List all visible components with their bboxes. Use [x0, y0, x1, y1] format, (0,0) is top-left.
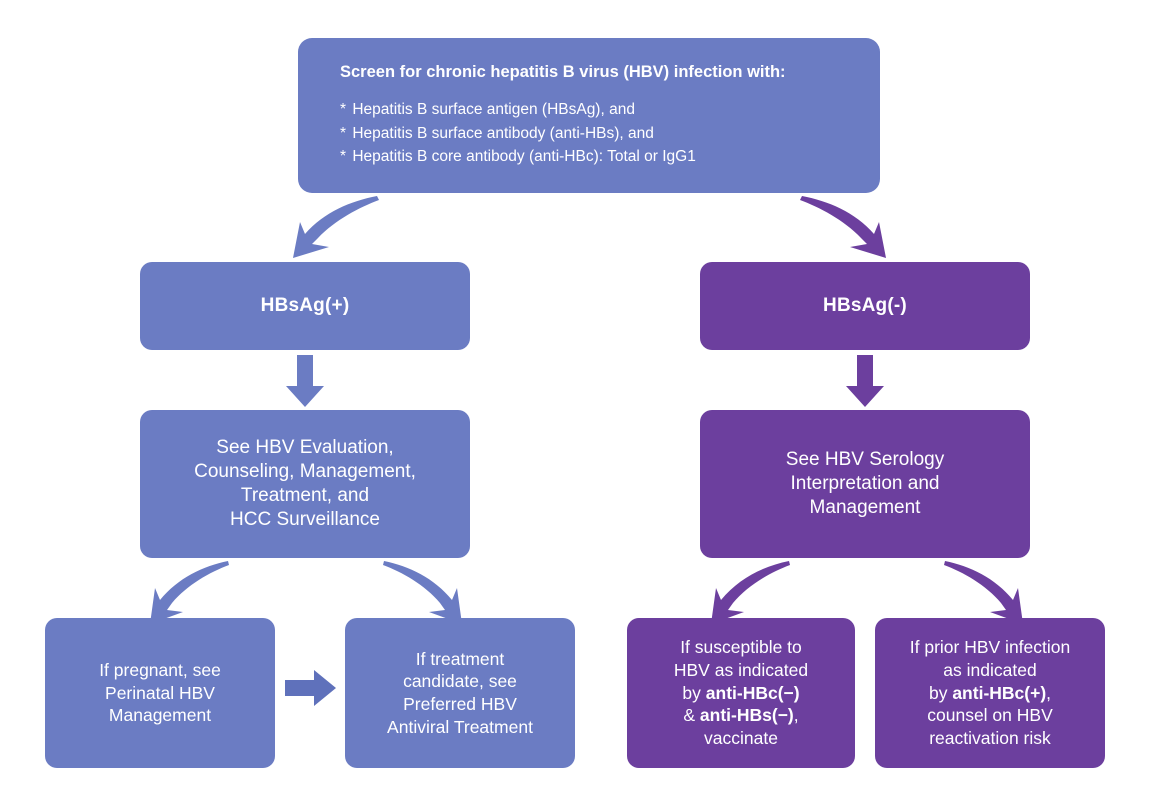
list-item-label: Hepatitis B surface antigen (HBsAg), and	[352, 101, 635, 119]
action-line: Counseling, Management,	[194, 461, 416, 483]
bullet-marker: *	[340, 148, 349, 166]
action-hbv-serology: See HBV Serology Interpretation and Mana…	[700, 410, 1030, 558]
leaf-text: by	[682, 682, 706, 703]
action-line: HCC Surveillance	[230, 508, 380, 530]
arrow-evaluation-to-antiviral	[383, 561, 462, 624]
arrow-perinatal-to-antiviral	[285, 670, 336, 706]
leaf-line: If susceptible to	[680, 637, 802, 658]
arrow-screen-to-hbsag-negative	[800, 196, 886, 258]
arrow-serology-to-reactivation	[944, 561, 1023, 624]
action-line: See HBV Serology	[785, 449, 945, 471]
leaf-line: & anti-HBs(−),	[683, 704, 798, 727]
bullet-marker: *	[340, 101, 349, 119]
leaf-prior-infection-reactivation-risk: If prior HBV infection as indicated by a…	[875, 618, 1105, 768]
screening-bullet-list: * Hepatitis B surface antigen (HBsAg), a…	[340, 98, 696, 169]
list-item: * Hepatitis B surface antibody (anti-HBs…	[340, 122, 696, 146]
marker-anti-hbc-negative: anti-HBc(−)	[705, 682, 800, 703]
action-line: See HBV Evaluation,	[216, 437, 394, 459]
leaf-line: If prior HBV infection	[909, 637, 1071, 658]
leaf-text: by	[928, 682, 953, 703]
decision-hbsag-negative: HBsAg(-)	[700, 262, 1030, 350]
leaf-preferred-hbv-antiviral-treatment: If treatment candidate, see Preferred HB…	[345, 618, 575, 768]
list-item-label: Hepatitis B core antibody (anti-HBc): To…	[352, 148, 696, 166]
leaf-line: by anti-HBc(−)	[682, 682, 799, 705]
decision-hbsag-positive: HBsAg(+)	[140, 262, 470, 350]
leaf-text: ,	[1046, 682, 1052, 703]
leaf-perinatal-hbv-management: If pregnant, see Perinatal HBV Managemen…	[45, 618, 275, 768]
leaf-line: counsel on HBV	[927, 705, 1053, 726]
leaf-line: by anti-HBc(+),	[929, 682, 1051, 705]
list-item-label: Hepatitis B surface antibody (anti-HBs),…	[352, 124, 654, 142]
action-line: Interpretation and	[790, 473, 940, 495]
leaf-susceptible-vaccinate: If susceptible to HBV as indicated by an…	[627, 618, 855, 768]
leaf-line: Antiviral Treatment	[387, 716, 533, 737]
leaf-text: &	[683, 705, 700, 726]
leaf-line: reactivation risk	[929, 728, 1051, 749]
list-item: * Hepatitis B core antibody (anti-HBc): …	[340, 145, 696, 169]
leaf-line: candidate, see	[403, 671, 517, 692]
bullet-marker: *	[340, 124, 349, 142]
leaf-line: Preferred HBV	[403, 694, 517, 714]
arrow-serology-to-vaccinate	[711, 561, 790, 624]
marker-anti-hbc-positive: anti-HBc(+)	[952, 682, 1047, 703]
leaf-line: vaccinate	[704, 728, 778, 749]
leaf-line: Management	[108, 705, 212, 726]
list-item: * Hepatitis B surface antigen (HBsAg), a…	[340, 98, 696, 122]
leaf-line: If pregnant, see	[99, 659, 221, 680]
leaf-line: If treatment	[415, 648, 505, 669]
leaf-line: HBV as indicated	[673, 659, 809, 680]
arrow-hbsag-negative-to-serology	[846, 355, 884, 407]
leaf-line: Perinatal HBV	[105, 682, 215, 703]
screening-heading: Screen for chronic hepatitis B virus (HB…	[340, 63, 786, 82]
arrow-screen-to-hbsag-positive	[293, 196, 379, 258]
action-line: Treatment, and	[240, 485, 370, 506]
marker-anti-hbs-negative: anti-HBs(−)	[699, 705, 794, 726]
leaf-line: as indicated	[943, 659, 1037, 680]
arrow-evaluation-to-perinatal	[150, 561, 229, 624]
screening-panel: Screen for chronic hepatitis B virus (HB…	[298, 38, 880, 193]
action-hbv-evaluation: See HBV Evaluation, Counseling, Manageme…	[140, 410, 470, 558]
arrow-hbsag-positive-to-evaluation	[286, 355, 324, 407]
leaf-text: ,	[793, 705, 799, 726]
action-line: Management	[809, 496, 921, 518]
